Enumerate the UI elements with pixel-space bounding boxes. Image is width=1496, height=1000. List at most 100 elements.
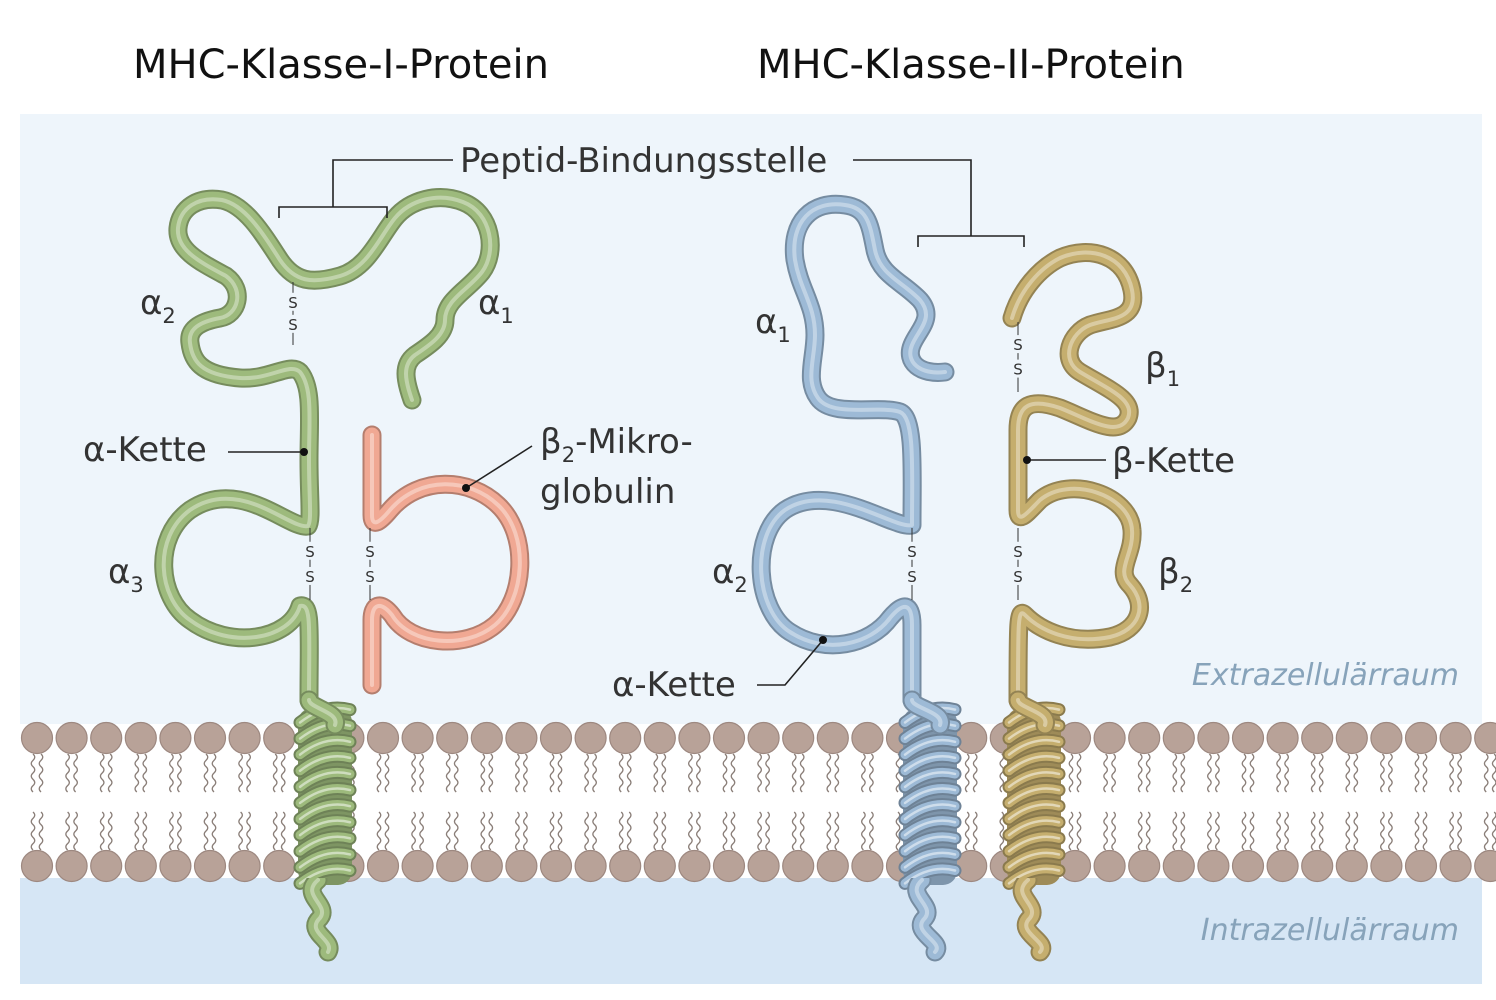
class2-beta-chain	[1002, 243, 1149, 962]
lipid-bilayer	[20, 721, 1496, 883]
class1-alpha-tail	[302, 878, 339, 962]
lipid-head	[401, 721, 434, 755]
lipid-tails	[1172, 753, 1186, 851]
lipid-head	[1301, 721, 1334, 755]
disulfide-bridge: SS	[906, 528, 918, 600]
leader-lines	[228, 445, 1106, 686]
disulfide-bridge: SS	[287, 282, 299, 345]
class2-alpha2-label: α2	[712, 552, 748, 597]
lipid-head	[1474, 849, 1496, 883]
sulfur-label: S	[365, 543, 375, 561]
lipid-head	[1301, 849, 1334, 883]
class1-alpha-transmembrane-helix	[293, 701, 357, 890]
lipid-head	[1197, 849, 1230, 883]
extracellular-space	[20, 114, 1482, 724]
lipid-head	[159, 849, 192, 883]
lipid-tails	[1483, 753, 1496, 851]
lipid-tails	[203, 753, 217, 851]
lipid-head	[539, 849, 573, 883]
lipid-head	[1266, 721, 1299, 755]
beta2-microglobulin	[362, 425, 530, 695]
class2-alpha-tail	[907, 878, 947, 962]
class1-alpha-chain	[154, 188, 500, 962]
class1-alpha-connector	[299, 690, 345, 735]
lipid-head	[1128, 721, 1161, 755]
peptide-binding-site-label: Peptid-Bindungsstelle	[460, 141, 827, 181]
lipid-head	[505, 721, 538, 755]
lipid-head	[90, 849, 123, 883]
lipid-head	[55, 849, 88, 883]
lipid-tails	[30, 753, 44, 851]
lipid-tails	[376, 753, 390, 851]
lipid-tails	[411, 753, 424, 851]
lipid-head	[1093, 721, 1126, 755]
class1-alpha-extracellular	[154, 188, 500, 710]
lipid-tails	[1276, 753, 1289, 851]
lipid-head	[470, 721, 503, 755]
lipid-tails	[272, 753, 286, 851]
class2-beta-chain-label: β-Kette	[1112, 441, 1235, 481]
disulfide-bridge: SS	[364, 528, 376, 600]
lipid-head	[1128, 849, 1161, 883]
lipid-head	[55, 721, 88, 755]
lipid-tails	[791, 753, 805, 851]
lipid-head	[678, 849, 711, 883]
lipid-tails	[1380, 753, 1393, 851]
lipid-head	[366, 849, 400, 883]
sulfur-label: S	[1013, 543, 1023, 561]
lipid-head	[747, 849, 780, 883]
lipid-head	[747, 721, 780, 755]
lipid-head	[263, 849, 296, 883]
lipid-head	[505, 849, 538, 883]
class2-alpha-chain	[751, 194, 962, 962]
lipid-head	[678, 721, 711, 755]
lipid-head	[436, 849, 469, 883]
lipid-tails	[480, 753, 494, 851]
lipid-tails	[1414, 753, 1428, 851]
lipid-head	[609, 849, 642, 883]
lipid-head	[712, 849, 746, 883]
class1-alpha1-label: α1	[478, 283, 514, 328]
lipid-tails	[445, 753, 459, 851]
class1-alpha-chain-label: α-Kette	[83, 430, 207, 470]
lipid-head	[1197, 721, 1230, 755]
lipid-tails	[1137, 753, 1151, 851]
lipid-head	[574, 721, 607, 755]
lipid-head	[782, 721, 815, 755]
lipid-head	[1439, 849, 1472, 883]
mhc-class1-protein	[154, 188, 530, 962]
disulfide-bridge: SS	[1012, 528, 1024, 600]
lipid-head	[436, 721, 469, 755]
sulfur-label: S	[288, 316, 298, 334]
intracellular-space	[20, 878, 1482, 984]
lipid-head	[1231, 721, 1265, 755]
lipid-head	[643, 721, 676, 755]
sulfur-label: S	[305, 543, 315, 561]
lipid-head	[90, 721, 123, 755]
sulfur-label: S	[1013, 361, 1023, 379]
lipid-head	[1335, 849, 1368, 883]
lipid-head	[401, 849, 434, 883]
sulfur-label: S	[907, 543, 917, 561]
lipid-head	[263, 721, 296, 755]
lipid-head	[1404, 721, 1438, 755]
sulfur-label: S	[1013, 568, 1023, 586]
lipid-head	[1404, 849, 1438, 883]
lipid-head	[816, 849, 849, 883]
lipid-tails	[169, 753, 182, 851]
class2-alpha-connector	[902, 690, 950, 735]
mhc-class2-protein	[751, 194, 1149, 962]
lipid-head	[1162, 721, 1195, 755]
lipid-tails	[1345, 753, 1359, 851]
lipid-tails	[826, 753, 840, 851]
lipid-head	[643, 849, 676, 883]
lipid-head	[470, 849, 503, 883]
lipid-head	[228, 849, 261, 883]
lipid-head	[193, 849, 227, 883]
class2-alpha-transmembrane-helix	[898, 701, 962, 890]
lipid-tails	[1241, 753, 1255, 851]
beta2-microglobulin-label: β2-Mikro-	[540, 422, 693, 467]
lipid-head	[159, 721, 192, 755]
lipid-head	[193, 721, 227, 755]
